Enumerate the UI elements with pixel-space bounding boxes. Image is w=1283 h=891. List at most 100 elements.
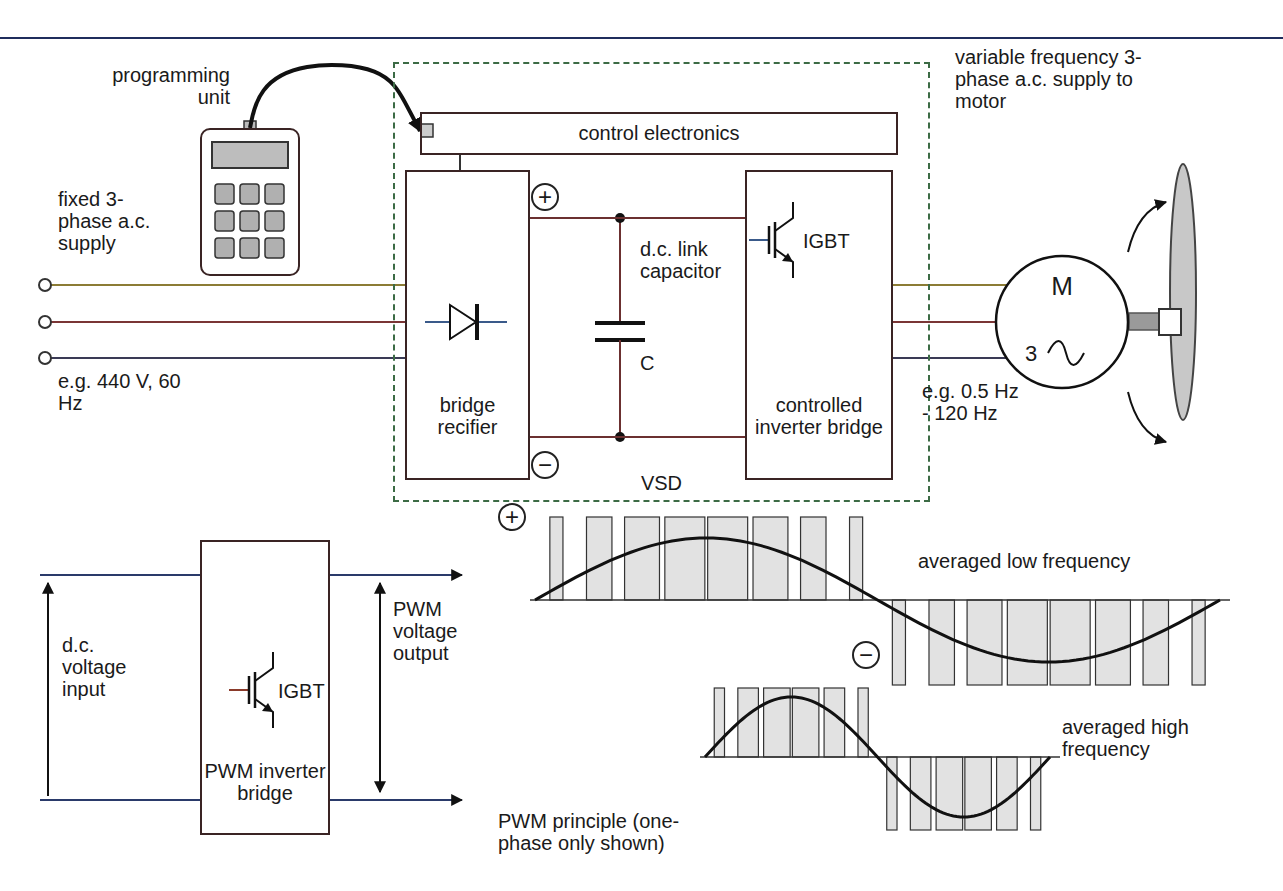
diode-symbol (450, 305, 476, 339)
ac-symbol (1048, 341, 1084, 365)
bridge-rectifier-box: bridge recifier (405, 170, 530, 480)
dc-rail (530, 217, 745, 219)
pwm-pulse (801, 517, 826, 600)
pwm-pulse (824, 688, 845, 757)
polarity-sign: + (531, 183, 559, 211)
control-electronics-box: control electronics (420, 112, 898, 155)
node-label: PWM inverter bridge (202, 760, 328, 804)
annotation-label: averaged low frequency (918, 550, 1208, 572)
supply-terminal (39, 352, 51, 364)
annotation-label: e.g. 440 V, 60 Hz (58, 370, 183, 414)
igbt-channel (254, 672, 257, 708)
pwm-pulse (586, 517, 611, 600)
igbt-channel (774, 222, 777, 258)
igbt-emitter (255, 699, 273, 728)
node-label: 3 (1020, 342, 1042, 366)
node-label: programming unit (90, 64, 230, 108)
averaged-sine (705, 697, 1050, 817)
pwm-pulse (1007, 600, 1047, 685)
igbt-arrow (782, 253, 793, 262)
igbt-gate (248, 676, 251, 704)
pwm-inverter-box: IGBT PWM inverter bridge (200, 540, 330, 835)
pwm-pulse (967, 600, 1002, 685)
handset-key (215, 238, 234, 258)
dc-rail (530, 436, 745, 438)
supply-wire (51, 284, 405, 286)
dc-input-wire (40, 799, 200, 801)
voltage-arrow (379, 583, 381, 792)
pwm-pulse (708, 517, 748, 600)
node-label: controlled inverter bridge (747, 394, 891, 438)
annotation-label: PWM voltage output (393, 598, 473, 664)
polarity-sign: − (852, 641, 880, 669)
node-label: IGBT (803, 230, 883, 252)
pwm-pulse (738, 688, 759, 757)
igbt-gate-lead (229, 689, 249, 691)
igbt-gate-lead (749, 239, 769, 241)
handset-key (240, 238, 259, 258)
pwm-pulse (965, 757, 992, 830)
pwm-pulse (1050, 600, 1090, 685)
node-label: bridge recifier (407, 394, 528, 438)
handset-key (265, 238, 284, 258)
pwm-pulse (625, 517, 660, 600)
node-label: M (994, 272, 1130, 300)
node-label: IGBT (278, 680, 330, 702)
fan-blade (1170, 164, 1196, 420)
handset-key (240, 184, 259, 204)
annotation-label: d.c. voltage input (62, 634, 152, 700)
programming-unit: programming unit (200, 128, 300, 276)
control-link (459, 155, 461, 170)
handset-key (265, 184, 284, 204)
node-label: VSD (395, 472, 928, 494)
motor-wire (893, 321, 996, 323)
handset-key (215, 184, 234, 204)
motor-symbol: M3 (994, 254, 1130, 390)
voltage-arrow (47, 583, 49, 796)
control-socket (421, 124, 433, 137)
motor-wire (893, 357, 1007, 359)
pwm-pulse (936, 757, 963, 830)
handset-key (265, 211, 284, 231)
diode-bar (475, 304, 479, 340)
supply-terminal (39, 279, 51, 291)
igbt-arrow (262, 703, 273, 712)
annotation-label: PWM principle (one-phase only shown) (498, 810, 718, 854)
annotation-label: variable frequency 3-phase a.c. supply t… (955, 46, 1147, 112)
annotation-label: e.g. 0.5 Hz - 120 Hz (922, 380, 1030, 424)
igbt-collector (775, 202, 793, 231)
supply-terminal (39, 316, 51, 328)
annotation-label: averaged high frequency (1062, 716, 1202, 760)
pwm-pulse (1096, 600, 1131, 685)
node-label: control electronics (422, 122, 896, 144)
supply-wire (51, 357, 405, 359)
pwm-output-wire (330, 799, 462, 801)
fan-hub (1159, 309, 1181, 335)
capacitor-lead (619, 218, 621, 323)
igbt-collector (255, 652, 273, 681)
annotation-label: C (640, 352, 670, 374)
averaged-sine (535, 538, 1220, 662)
annotation-label: d.c. link capacitor (640, 238, 740, 282)
handset-key (240, 211, 259, 231)
igbt-gate (768, 226, 771, 254)
handset-display (212, 142, 288, 168)
annotation-label: fixed 3-phase a.c. supply (58, 188, 174, 254)
pwm-pulse (929, 600, 954, 685)
polarity-sign: + (498, 503, 526, 531)
pwm-pulse (1143, 600, 1168, 685)
motor-shaft (1129, 313, 1159, 330)
inverter-bridge-box: IGBT controlled inverter bridge (745, 170, 893, 480)
rotation-arrow (1128, 392, 1166, 442)
capacitor-lead (619, 340, 621, 437)
supply-wire (51, 321, 405, 323)
dc-input-wire (40, 574, 200, 576)
polarity-sign: − (531, 451, 559, 479)
pwm-pulse (665, 517, 705, 600)
vsd-enclosure: VSD control electronics bridge recifier IGB… (393, 62, 930, 502)
pwm-output-wire (330, 574, 462, 576)
capacitor-plate (595, 321, 645, 325)
handset-key (215, 211, 234, 231)
pwm-pulse (753, 517, 788, 600)
